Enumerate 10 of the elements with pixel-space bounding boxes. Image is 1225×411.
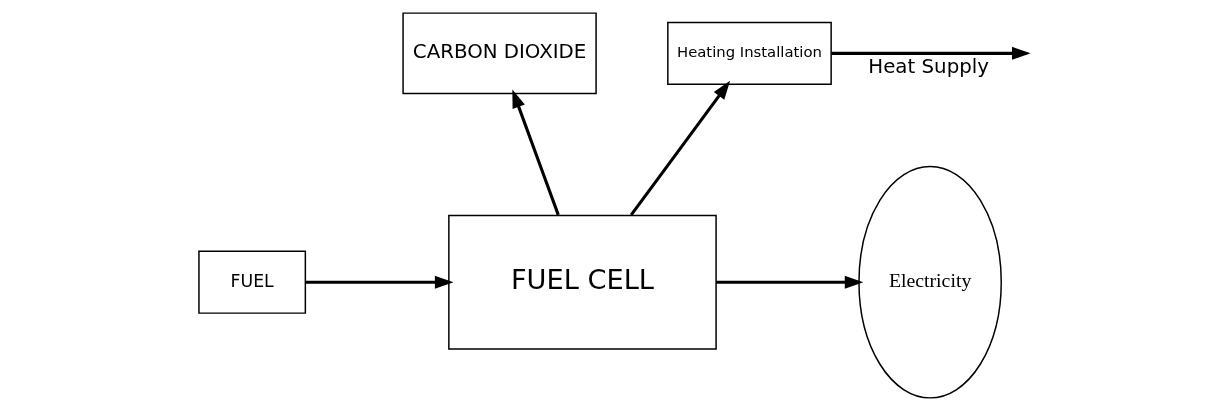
node-box: FUEL CELL: [447, 214, 717, 350]
arrow: [715, 275, 863, 289]
arrow: [511, 89, 560, 216]
edge-label: Heat Supply: [867, 54, 989, 78]
arrow: [304, 275, 453, 289]
node-box: FUEL: [197, 250, 306, 314]
node-box: Heating Installation: [666, 21, 832, 85]
node-box: CARBON DIOXIDE: [401, 12, 597, 95]
arrow: [629, 80, 730, 216]
node-ellipse: Electricity: [857, 165, 1002, 399]
